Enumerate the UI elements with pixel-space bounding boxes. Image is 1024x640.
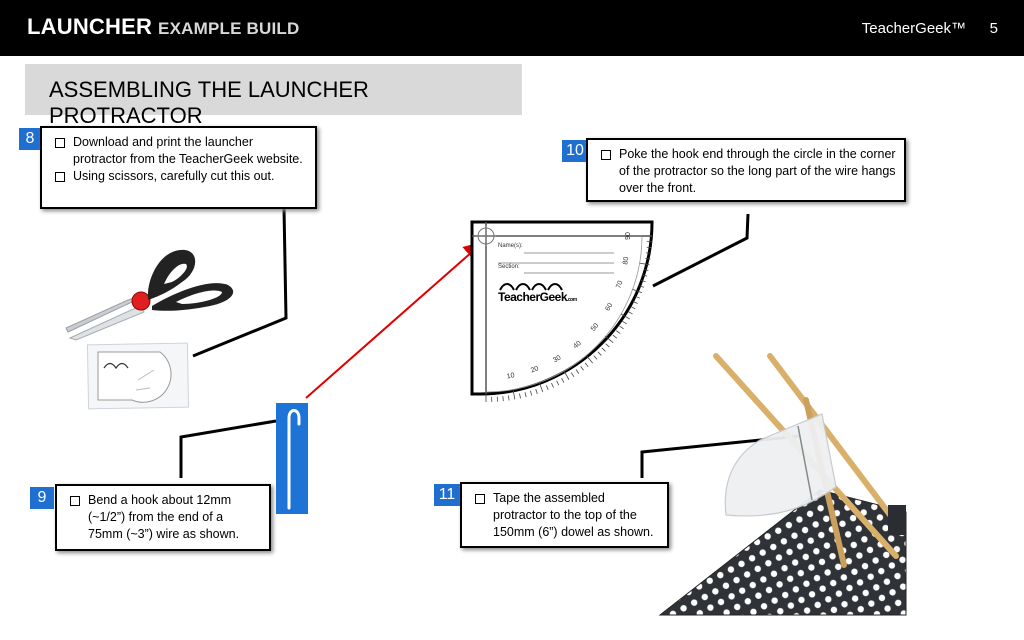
- step-9-box: Bend a hook about 12mm (~1/2”) from the …: [55, 484, 271, 551]
- bent-wire-image: [276, 403, 308, 514]
- protractor-tick: [529, 390, 533, 396]
- step9-connector: [179, 419, 277, 478]
- header-title: LAUNCHER EXAMPLE BUILD: [27, 14, 300, 40]
- protractor-tick: [561, 377, 565, 383]
- protractor-tick: [645, 258, 651, 260]
- slide-title-box: ASSEMBLING THE LAUNCHER PROTRACTOR: [25, 64, 522, 128]
- step8-connector: [192, 207, 288, 358]
- protractor-tick: [563, 370, 570, 380]
- header-subtitle: EXAMPLE BUILD: [158, 19, 300, 38]
- step-11-item-1: Tape the assembled protractor to the top…: [472, 490, 659, 541]
- protractor-logo-word: TeacherGeek: [498, 290, 568, 304]
- protractor-tick: [584, 362, 589, 368]
- protractor-degree-label: 60: [604, 302, 614, 312]
- protractor-tick: [622, 320, 627, 325]
- protractor-tick: [620, 313, 630, 320]
- protractor-tick: [524, 392, 527, 398]
- step-8-item-2: Using scissors, carefully cut this out.: [52, 168, 307, 185]
- protractor-tick: [535, 388, 538, 394]
- protractor-tick: [593, 355, 598, 360]
- protractor-tick: [597, 351, 602, 356]
- scissors-image: [65, 249, 234, 341]
- step11-connector: [640, 434, 801, 478]
- protractor-tick: [635, 295, 641, 299]
- step-10-item-1: Poke the hook end through the circle in …: [598, 146, 896, 197]
- protractor-tick: [508, 395, 510, 401]
- protractor-logo-suffix: .com: [567, 297, 577, 303]
- protractor-tick: [538, 382, 544, 393]
- step-number-8: 8: [19, 128, 41, 150]
- protractor-tick: [630, 306, 636, 310]
- protractor-tick: [580, 366, 584, 371]
- step-8-box: Download and print the launcher protract…: [40, 126, 317, 209]
- step-number-10: 10: [562, 140, 588, 162]
- page-number: 5: [989, 20, 998, 37]
- protractor-tick: [502, 396, 504, 402]
- protractor-degree-label: 80: [622, 256, 630, 265]
- step-9-item-1: Bend a hook about 12mm (~1/2”) from the …: [67, 492, 261, 543]
- header-bar: LAUNCHER EXAMPLE BUILD TeacherGeek™ 5: [0, 0, 1024, 56]
- step10-connector: [652, 213, 750, 288]
- protractor-tick: [640, 279, 646, 283]
- protractor-tick: [642, 274, 648, 277]
- protractor-tick: [570, 372, 575, 377]
- slide-title: ASSEMBLING THE LAUNCHER PROTRACTOR: [49, 77, 369, 128]
- step-11-box: Tape the assembled protractor to the top…: [460, 482, 669, 548]
- protractor-tick: [605, 335, 614, 344]
- protractor-tick: [616, 330, 621, 334]
- protractor-degree-label: 50: [590, 322, 600, 333]
- protractor-tick: [612, 334, 618, 339]
- protractor-tick: [632, 301, 638, 304]
- protractor-tick: [545, 385, 549, 391]
- step-10-box: Poke the hook end through the circle in …: [586, 138, 906, 202]
- protractor-tick: [512, 389, 516, 400]
- protractor-degree-label: 70: [615, 280, 624, 290]
- protractor-tick: [643, 269, 649, 271]
- step-8-item-1: Download and print the launcher protract…: [52, 134, 307, 168]
- printed-protractor-sheet: [86, 342, 190, 410]
- brand-name: TeacherGeek™: [861, 20, 966, 37]
- protractor-tick: [575, 369, 580, 374]
- protractor-tick: [601, 347, 606, 352]
- launcher-assembly-image: [658, 353, 907, 616]
- protractor-section-label: Section:: [498, 264, 520, 270]
- protractor-tick: [638, 285, 644, 288]
- header-title-main: LAUNCHER: [27, 14, 153, 39]
- protractor-name-label: Name(s):: [498, 243, 523, 249]
- protractor-tick: [585, 355, 594, 364]
- protractor-degree-label: 90: [625, 232, 632, 240]
- protractor-degree-label: 30: [552, 354, 562, 364]
- step-number-9: 9: [30, 487, 54, 509]
- protractor-degree-label: 10: [506, 372, 515, 380]
- protractor-tick: [646, 252, 652, 254]
- protractor-logo-text: TeacherGeek.com: [498, 290, 577, 304]
- protractor-image: 10 20 30 40 50 60 70 80 90: [470, 220, 654, 402]
- protractor-tick: [619, 325, 624, 330]
- protractor-tick: [639, 262, 650, 266]
- protractor-tick: [627, 311, 633, 315]
- protractor-ticks: 10 20 30 40 50 60 70 80 90: [485, 232, 652, 402]
- protractor-degree-label: 40: [572, 340, 583, 350]
- protractor-degree-label: 20: [530, 365, 540, 374]
- protractor-tick: [632, 288, 643, 294]
- step-number-11: 11: [434, 484, 460, 506]
- protractor-tick: [519, 393, 521, 399]
- red-arrow: [305, 241, 485, 399]
- protractor-tick: [556, 380, 560, 386]
- protractor-tick: [551, 382, 554, 388]
- protractor-tick: [605, 343, 610, 348]
